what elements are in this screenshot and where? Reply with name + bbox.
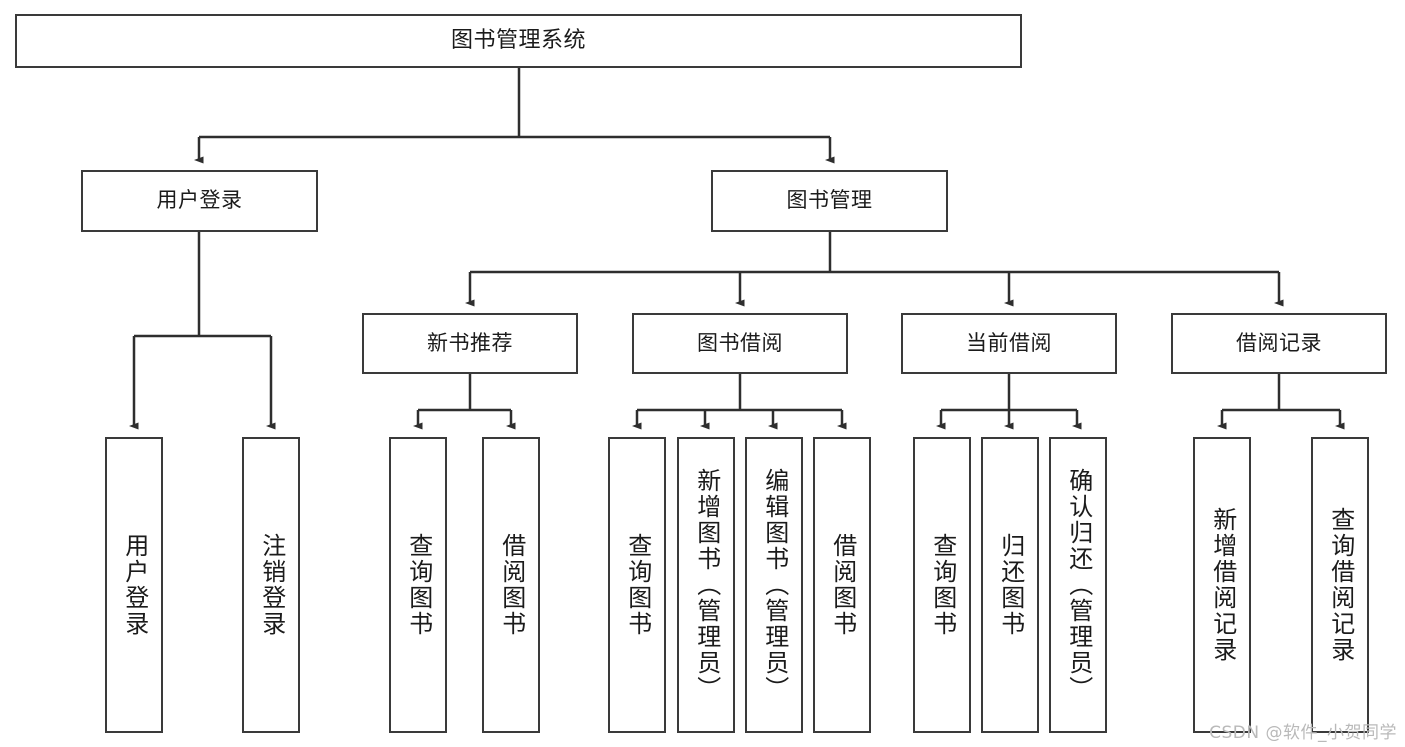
leaf-newbook-borrow-book[interactable]: 借阅图书 bbox=[482, 437, 540, 733]
leaf-user-logout[interactable]: 注销登录 bbox=[242, 437, 300, 733]
node-book-management[interactable]: 图书管理 bbox=[711, 170, 948, 232]
node-label: 用户登录 bbox=[156, 188, 243, 213]
node-label: 归还图书 bbox=[996, 533, 1025, 637]
leaf-current-confirm-return-admin[interactable]: 确认归还（管理员） bbox=[1049, 437, 1107, 733]
node-root-system[interactable]: 图书管理系统 bbox=[15, 14, 1022, 68]
node-label: 图书管理系统 bbox=[450, 27, 586, 53]
node-label: 编辑图书（管理员） bbox=[760, 468, 789, 702]
node-label: 新书推荐 bbox=[427, 330, 513, 355]
node-label: 图书管理 bbox=[786, 188, 873, 213]
leaf-borrow-borrow-book[interactable]: 借阅图书 bbox=[813, 437, 871, 733]
node-label: 新增借阅记录 bbox=[1208, 507, 1237, 663]
leaf-borrow-edit-book-admin[interactable]: 编辑图书（管理员） bbox=[745, 437, 803, 733]
leaf-borrow-query-book[interactable]: 查询图书 bbox=[608, 437, 666, 733]
node-label: 新增图书（管理员） bbox=[692, 468, 721, 702]
leaf-current-return-book[interactable]: 归还图书 bbox=[981, 437, 1039, 733]
csdn-watermark: CSDN @软件_小贺同学 bbox=[1209, 723, 1397, 743]
node-label: 确认归还（管理员） bbox=[1064, 468, 1093, 702]
leaf-newbook-query-book[interactable]: 查询图书 bbox=[389, 437, 447, 733]
node-label: 当前借阅 bbox=[966, 330, 1052, 355]
leaf-current-query-book[interactable]: 查询图书 bbox=[913, 437, 971, 733]
node-book-borrow[interactable]: 图书借阅 bbox=[632, 313, 848, 374]
node-label: 注销登录 bbox=[257, 533, 286, 637]
node-label: 用户登录 bbox=[120, 533, 149, 637]
node-new-book-recommend[interactable]: 新书推荐 bbox=[362, 313, 578, 374]
node-user-login[interactable]: 用户登录 bbox=[81, 170, 318, 232]
leaf-user-login[interactable]: 用户登录 bbox=[105, 437, 163, 733]
node-label: 图书借阅 bbox=[697, 330, 783, 355]
node-label: 查询借阅记录 bbox=[1326, 507, 1355, 663]
node-label: 借阅记录 bbox=[1236, 330, 1322, 355]
node-current-borrow[interactable]: 当前借阅 bbox=[901, 313, 1117, 374]
node-label: 查询图书 bbox=[623, 533, 652, 637]
leaf-record-add-record[interactable]: 新增借阅记录 bbox=[1193, 437, 1251, 733]
node-label: 借阅图书 bbox=[828, 533, 857, 637]
node-label: 查询图书 bbox=[404, 533, 433, 637]
node-borrow-record[interactable]: 借阅记录 bbox=[1171, 313, 1387, 374]
node-label: 查询图书 bbox=[928, 533, 957, 637]
leaf-record-query-record[interactable]: 查询借阅记录 bbox=[1311, 437, 1369, 733]
leaf-borrow-add-book-admin[interactable]: 新增图书（管理员） bbox=[677, 437, 735, 733]
node-label: 借阅图书 bbox=[497, 533, 526, 637]
